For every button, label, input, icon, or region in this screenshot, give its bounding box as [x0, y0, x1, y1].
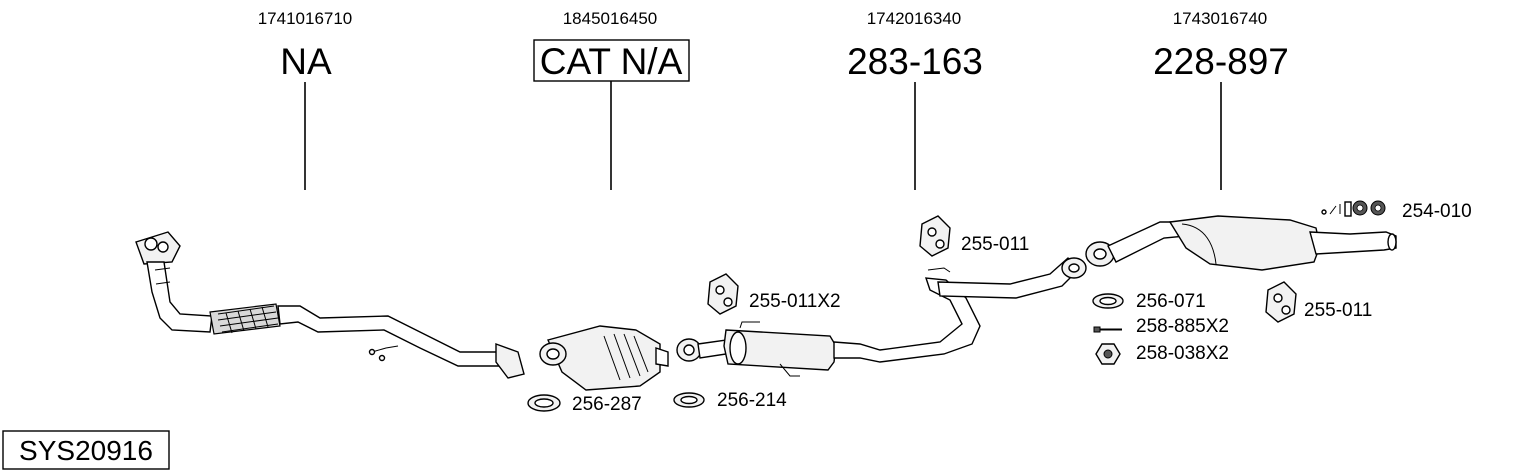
- part-reference: 228-897: [1153, 41, 1289, 82]
- column-rear-silencer: 1743016740 228-897: [1153, 9, 1289, 190]
- hanger-hole: [715, 285, 725, 295]
- gasket-hole: [534, 398, 554, 408]
- silencer-seam: [1181, 223, 1217, 265]
- fitting-kit-254-010: 254-010: [1321, 200, 1472, 222]
- rubber-hanger-icon: [1265, 281, 1297, 323]
- intermediate-pipe: [277, 305, 501, 367]
- front-pipe-drawing: [135, 231, 525, 379]
- rubber-mount-center: 255-011: [919, 215, 1029, 257]
- hanger-end: [368, 348, 376, 356]
- gasket-256-071: 256-071: [1092, 291, 1206, 312]
- catalyst-inlet-hole: [546, 348, 560, 360]
- gasket-hole: [1099, 296, 1117, 306]
- bolt-head-icon: [1093, 326, 1101, 333]
- rear-inlet-hole: [1093, 248, 1107, 260]
- pipe-ring: [155, 281, 171, 285]
- flange-hole: [157, 241, 169, 253]
- pipe-hanger: [927, 267, 951, 273]
- flange-hole: [144, 237, 158, 251]
- silencer-end-cap: [729, 331, 747, 365]
- part-label: 256-214: [717, 390, 787, 411]
- bolt-icon: [1329, 204, 1341, 215]
- system-code: SYS20916: [19, 435, 153, 466]
- mount-hole: [1374, 204, 1382, 212]
- hanger-hole: [723, 297, 733, 307]
- part-reference: 283-163: [847, 41, 983, 82]
- column-catalyst: 1845016450 CAT N/A: [533, 9, 690, 190]
- rubber-hanger-icon: [919, 215, 951, 257]
- tail-pipe-end: [1387, 233, 1397, 251]
- silencer-hanger: [779, 363, 800, 377]
- hanger-hole: [927, 227, 937, 237]
- silencer-hanger: [739, 321, 760, 329]
- rubber-mount-rear: 255-011: [1265, 281, 1372, 323]
- down-pipe: [146, 261, 213, 333]
- hanger-hole: [935, 239, 945, 249]
- system-code-box: SYS20916: [2, 430, 170, 470]
- gasket-256-287: 256-287: [527, 394, 642, 415]
- part-label: 258-038X2: [1136, 343, 1229, 364]
- hanger-rod: [371, 345, 399, 353]
- nut-258-038: 258-038X2: [1095, 343, 1229, 365]
- part-reference: NA: [280, 41, 332, 82]
- part-label: 255-011: [1304, 300, 1372, 321]
- part-label: 255-011: [961, 234, 1029, 255]
- column-center-pipe: 1742016340 283-163: [847, 9, 983, 190]
- flex-mesh: [225, 306, 269, 334]
- rear-silencer-drawing: [1085, 215, 1397, 271]
- nut-hole: [1103, 349, 1113, 359]
- rear-tail-pipe: [1309, 231, 1397, 255]
- part-label: 254-010: [1402, 201, 1472, 222]
- mount-hole: [1356, 204, 1364, 212]
- clamp-icon: [1344, 201, 1352, 217]
- oem-number: 1743016740: [1173, 9, 1268, 28]
- center-rising-pipe: [937, 257, 1082, 299]
- catalyst-outlet: [655, 347, 669, 367]
- center-pipe-drawing: [676, 257, 1087, 377]
- part-label: 258-885X2: [1136, 316, 1229, 337]
- hanger-hole: [1273, 293, 1283, 303]
- outlet-flange: [495, 343, 525, 379]
- catalyst-ribs: [603, 333, 649, 381]
- system-code-frame: [2, 430, 170, 470]
- center-silencer: [723, 329, 837, 371]
- hanger-end: [378, 354, 386, 362]
- rear-silencer-body: [1168, 215, 1321, 271]
- catalyst-body: [547, 325, 661, 391]
- gasket-256-214: 256-214: [673, 390, 787, 411]
- column-front-pipe: 1741016710 NA: [258, 9, 353, 190]
- catalytic-converter-drawing: [539, 325, 669, 391]
- bolt-258-885: 258-885X2: [1093, 316, 1229, 337]
- hanger-hole: [1281, 305, 1291, 315]
- oem-number: 1845016450: [563, 9, 658, 28]
- part-label: 256-287: [572, 394, 642, 415]
- rubber-hanger-icon: [707, 273, 739, 315]
- center-inlet-hole: [683, 344, 695, 356]
- part-label: 255-011X2: [749, 291, 841, 312]
- center-outlet-hole: [1068, 263, 1080, 273]
- center-inlet-pipe: [697, 339, 727, 359]
- oem-number: 1741016710: [258, 9, 353, 28]
- rubber-mount-pair: 255-011X2: [707, 273, 841, 315]
- gasket-hole: [680, 395, 698, 405]
- oem-number: 1742016340: [867, 9, 962, 28]
- flex-mesh: [217, 305, 279, 333]
- center-tail-pipe: [833, 277, 981, 363]
- washer-icon: [1321, 209, 1327, 215]
- part-label: 256-071: [1136, 291, 1206, 312]
- pipe-ring: [154, 267, 171, 271]
- part-reference: CAT N/A: [540, 41, 683, 82]
